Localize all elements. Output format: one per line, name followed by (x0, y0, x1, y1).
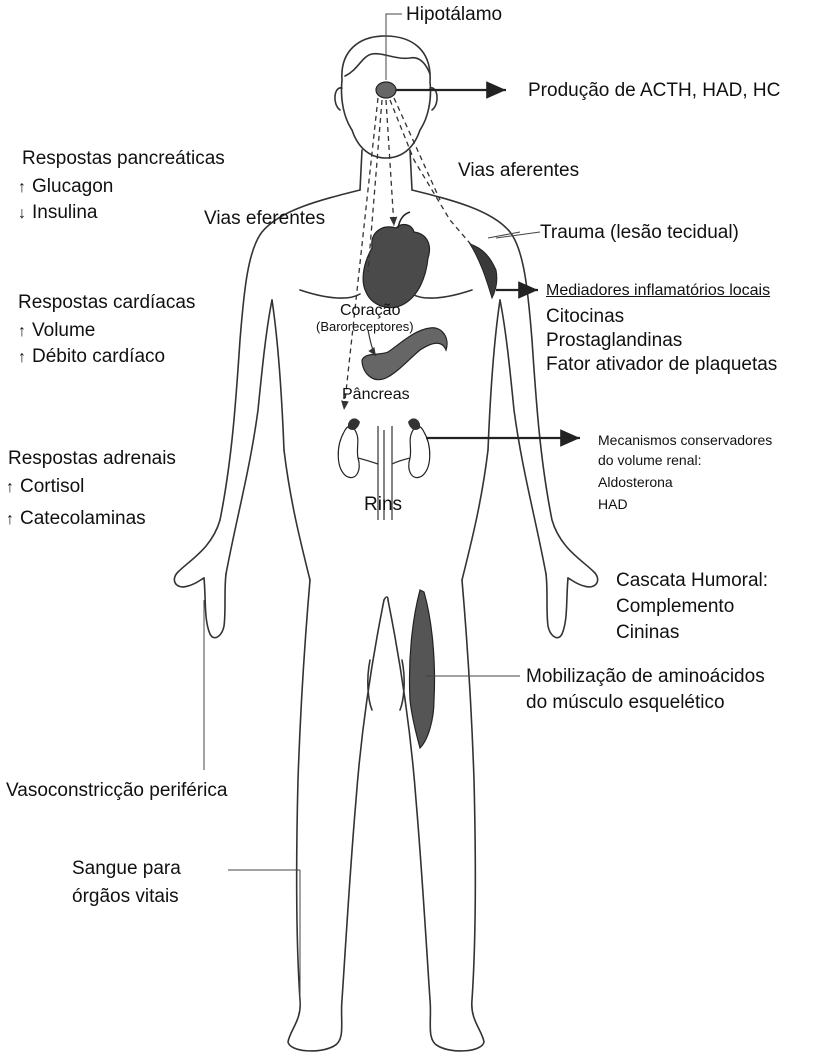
label-blood-line2: órgãos vitais (72, 886, 179, 908)
mediator-item: Prostaglandinas (546, 330, 682, 352)
label-trauma: Trauma (lesão tecidual) (540, 222, 739, 244)
humoral-item: Complemento (616, 596, 734, 618)
humoral-item: Cininas (616, 622, 679, 644)
up-arrow-icon: ↑ (18, 349, 32, 367)
humoral-cascade-title: Cascata Humoral: (616, 570, 768, 592)
muscle-label-line2: do músculo esquelético (526, 692, 725, 714)
mediator-item: Citocinas (546, 306, 624, 328)
pancreatic-item-insulin: ↓Insulina (18, 202, 98, 224)
adrenal-item-cortisol: ↑Cortisol (6, 476, 84, 498)
mediator-item: Fator ativador de plaquetas (546, 354, 777, 376)
label-peripheral-vasoconstriction: Vasoconstricção periférica (6, 780, 227, 802)
muscle-label-line1: Mobilização de aminoácidos (526, 666, 765, 688)
cardiac-responses-title: Respostas cardíacas (18, 292, 195, 314)
label-blood-line1: Sangue para (72, 858, 181, 880)
label-pancreas: Pâncreas (342, 386, 410, 404)
label-efferent-pathways: Vias eferentes (204, 208, 325, 230)
hypothalamus-shape (376, 82, 396, 98)
trauma-wound (470, 244, 497, 298)
pancreatic-item-glucagon: ↑Glucagon (18, 176, 113, 198)
up-arrow-icon: ↑ (18, 323, 32, 341)
renal-item: HAD (598, 496, 628, 512)
label-baroreceptors: (Baroreceptores) (316, 320, 414, 335)
cardiac-item-output: ↑Débito cardíaco (18, 346, 165, 368)
label-afferent-pathways: Vias aferentes (458, 160, 579, 182)
human-body-outline (174, 36, 597, 1051)
label-heart: Coração (340, 302, 400, 320)
pancreatic-responses-title: Respostas pancreáticas (22, 148, 225, 170)
label-hypothalamus: Hipotálamo (406, 4, 502, 26)
up-arrow-icon: ↑ (6, 479, 20, 497)
renal-title-line2: do volume renal: (598, 452, 702, 468)
inflammatory-mediators-title: Mediadores inflamatórios locais (546, 282, 770, 300)
label-hormone-production: Produção de ACTH, HAD, HC (528, 80, 780, 102)
label-kidneys: Rins (364, 494, 402, 516)
renal-item: Aldosterona (598, 474, 673, 490)
adrenal-responses-title: Respostas adrenais (8, 448, 176, 470)
heart-shape (363, 225, 429, 308)
cardiac-item-volume: ↑Volume (18, 320, 95, 342)
up-arrow-icon: ↑ (18, 179, 32, 197)
muscle-shape (409, 590, 434, 748)
down-arrow-icon: ↓ (18, 205, 32, 223)
adrenal-item-catecholamines: ↑Catecolaminas (6, 508, 146, 530)
renal-title-line1: Mecanismos conservadores (598, 432, 772, 448)
up-arrow-icon: ↑ (6, 511, 20, 529)
